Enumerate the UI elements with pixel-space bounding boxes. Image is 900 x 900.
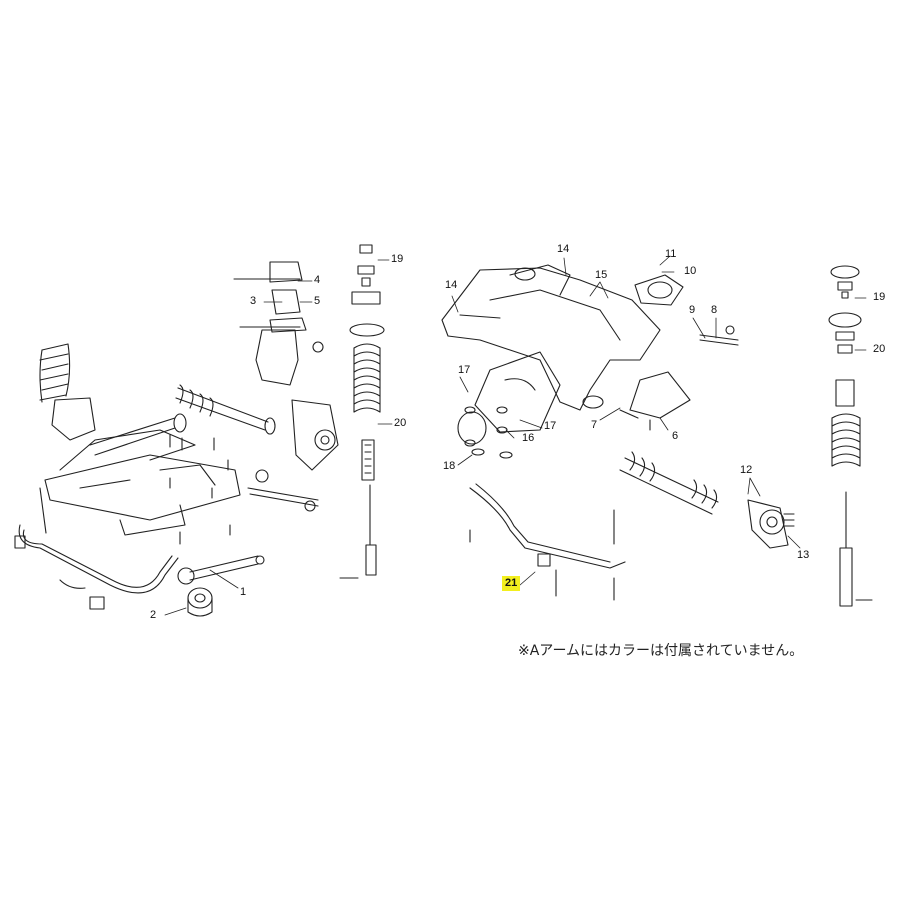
- callout-14-top: 14: [557, 243, 570, 255]
- rear-differential: [457, 351, 561, 459]
- callout-9: 9: [689, 304, 696, 316]
- callout-8: 8: [711, 304, 718, 316]
- bushing-2: [187, 587, 213, 617]
- callout-3: 3: [250, 295, 257, 307]
- callout-6: 6: [672, 430, 679, 442]
- callout-7: 7: [591, 419, 598, 431]
- callout-11: 11: [665, 248, 677, 260]
- callout-10: 10: [684, 265, 697, 277]
- callout-1: 1: [240, 586, 247, 598]
- left-leader-lines: [164, 259, 393, 616]
- callout-21-highlighted: 21: [502, 576, 521, 591]
- callout-12: 12: [740, 464, 753, 476]
- callout-19-rear: 19: [873, 291, 886, 303]
- callout-19-front: 19: [391, 253, 404, 265]
- callout-4: 4: [314, 274, 321, 286]
- callout-20-rear: 20: [873, 343, 886, 355]
- rear-subframe-assembly: [441, 264, 684, 411]
- callout-16: 16: [522, 432, 535, 444]
- front-lower-arm-1: [177, 555, 265, 585]
- rear-upper-links: [619, 325, 739, 431]
- callout-14-left: 14: [445, 279, 458, 291]
- rear-stabilizer-bar: [469, 483, 626, 601]
- callout-20-front: 20: [394, 417, 407, 429]
- front-strut-stack: [339, 244, 385, 579]
- rear-drive-shaft: [619, 451, 719, 515]
- front-drive-shaft: [175, 384, 276, 435]
- footnote: ※Aアームにはカラーは付属されていません。: [518, 643, 804, 659]
- rear-strut-stack: [828, 265, 873, 607]
- callout-17-right: 17: [544, 420, 557, 432]
- callout-18: 18: [443, 460, 456, 472]
- callout-5: 5: [314, 295, 321, 307]
- callout-15: 15: [595, 269, 608, 281]
- right-leader-lines: [451, 255, 867, 586]
- callout-2: 2: [150, 609, 157, 621]
- callout-13: 13: [797, 549, 810, 561]
- rear-hub-knuckle: [747, 499, 795, 549]
- callout-17-upper: 17: [458, 364, 471, 376]
- front-stabilizer-bar: [14, 487, 179, 610]
- front-crossmember-assembly: [39, 343, 241, 545]
- front-upper-arm-parts: [233, 261, 339, 512]
